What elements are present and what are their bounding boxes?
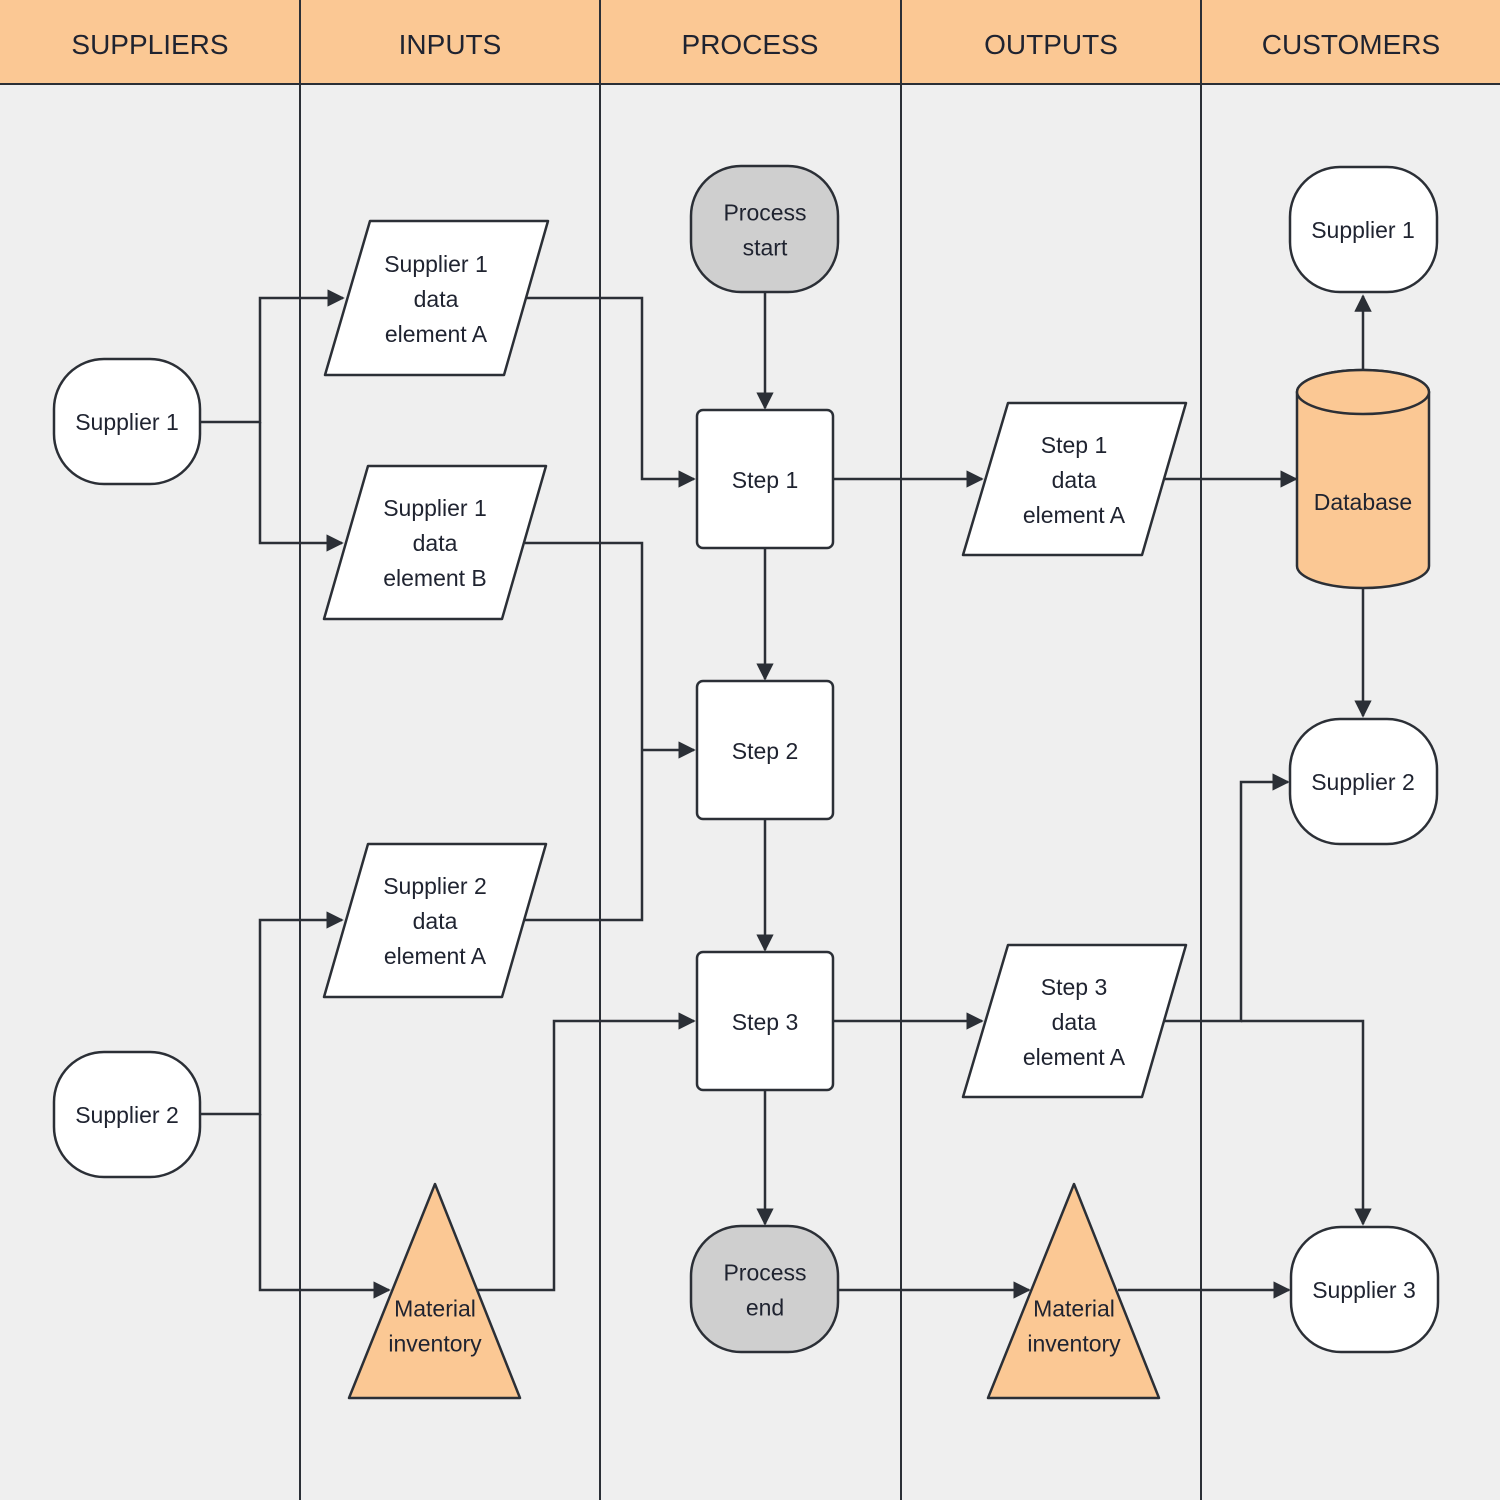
edge-input-a-to-step1: [527, 296, 696, 488]
edge-input-b-bus: [525, 541, 644, 922]
node-label-line: start: [743, 235, 788, 261]
node-label: Step 1 data element A: [1023, 432, 1126, 528]
nodes: Supplier 1 Supplier 2 Supplier 1 data elem…: [52, 164, 1440, 1400]
node-label-line: Supplier 2: [1311, 769, 1415, 795]
node-process-end[interactable]: Process end: [689, 1224, 840, 1354]
node-step-2[interactable]: Step 2: [695, 679, 835, 821]
node-label-line: inventory: [1027, 1331, 1121, 1357]
node-label-line: element A: [1023, 502, 1126, 528]
node-label-line: Supplier 2: [75, 1102, 179, 1128]
node-label-line: data: [1052, 1009, 1097, 1035]
lane-header-suppliers: SUPPLIERS: [71, 29, 228, 60]
edge-material-to-step3: [478, 1012, 696, 1292]
node-label-line: element A: [1023, 1044, 1126, 1070]
node-label: Supplier 1 data element B: [383, 495, 487, 591]
node-label-line: Step 3: [732, 1009, 799, 1035]
lane-header-customers: CUSTOMERS: [1262, 29, 1440, 60]
node-output-step3-element-a[interactable]: Step 3 data element A: [961, 943, 1188, 1099]
node-process-start[interactable]: Process start: [689, 164, 840, 294]
node-label: Step 2: [732, 738, 799, 764]
node-input-supplier2-element-a[interactable]: Supplier 2 data element A: [322, 842, 548, 999]
database-cap: [1295, 368, 1431, 416]
edge-supplier2-to-material: [258, 1114, 391, 1299]
connectors: [200, 289, 1372, 1299]
lane-header-inputs: INPUTS: [399, 29, 502, 60]
node-input-supplier1-element-b[interactable]: Supplier 1 data element B: [322, 464, 548, 621]
node-label-line: Material: [1033, 1296, 1115, 1322]
node-label-line: element B: [383, 565, 487, 591]
node-label: Supplier 3: [1312, 1277, 1416, 1303]
node-label: Step 1: [732, 467, 799, 493]
node-label-line: inventory: [388, 1331, 482, 1357]
node-label-line: Material: [394, 1296, 476, 1322]
node-label: Supplier 2: [1311, 769, 1415, 795]
node-customer-supplier-2[interactable]: Supplier 2: [1288, 717, 1439, 846]
edge-supplier1-to-input-a: [200, 289, 345, 424]
lane-header-process: PROCESS: [682, 29, 819, 60]
lane-header-outputs: OUTPUTS: [984, 29, 1118, 60]
node-label-line: data: [1052, 467, 1097, 493]
node-output-step1-element-a[interactable]: Step 1 data element A: [961, 401, 1188, 557]
node-label-line: Supplier 1: [383, 495, 487, 521]
node-label: Material inventory: [1027, 1296, 1121, 1357]
node-database[interactable]: Database: [1295, 368, 1431, 590]
node-label: Supplier 1 data element A: [384, 251, 488, 347]
edge-supplier1-to-input-b: [258, 422, 344, 552]
node-output-material-inventory[interactable]: Material inventory: [986, 1182, 1161, 1400]
node-label-line: Database: [1314, 489, 1412, 515]
node-label-line: Step 1: [1041, 432, 1108, 458]
node-label: Supplier 2 data element A: [383, 873, 487, 969]
node-input-supplier1-element-a[interactable]: Supplier 1 data element A: [323, 219, 550, 377]
node-label: Material inventory: [388, 1296, 482, 1357]
node-supplier-2[interactable]: Supplier 2: [52, 1050, 202, 1179]
node-label: Step 3 data element A: [1023, 974, 1126, 1070]
node-label-line: Process: [723, 200, 806, 226]
edge-supplier2-to-input-c: [200, 911, 344, 1116]
node-step-1[interactable]: Step 1: [695, 408, 835, 550]
header-band: [0, 0, 1500, 84]
node-label: Database: [1314, 489, 1412, 515]
node-label: Supplier 1: [75, 409, 179, 435]
node-input-material-inventory[interactable]: Material inventory: [347, 1182, 522, 1400]
node-step-3[interactable]: Step 3: [695, 950, 835, 1092]
node-label-line: end: [746, 1295, 784, 1321]
node-label-line: Supplier 3: [1312, 1277, 1416, 1303]
node-label: Supplier 1: [1311, 217, 1415, 243]
node-label: Process end: [723, 1260, 806, 1321]
node-label-line: Step 2: [732, 738, 799, 764]
node-customer-supplier-3[interactable]: Supplier 3: [1289, 1225, 1440, 1354]
node-label: Supplier 2: [75, 1102, 179, 1128]
node-supplier-1[interactable]: Supplier 1: [52, 357, 202, 486]
node-label-line: Supplier 1: [384, 251, 488, 277]
edge-output3-to-customer3: [1241, 1019, 1372, 1226]
node-label-line: element A: [385, 321, 488, 347]
node-label-line: Supplier 2: [383, 873, 487, 899]
node-label-line: data: [414, 286, 459, 312]
node-label-line: Step 3: [1041, 974, 1108, 1000]
node-label-line: Supplier 1: [75, 409, 179, 435]
node-label: Step 3: [732, 1009, 799, 1035]
node-label-line: data: [413, 530, 458, 556]
edge-output3-to-customer2: [1165, 773, 1290, 1023]
node-customer-supplier-1[interactable]: Supplier 1: [1288, 165, 1439, 294]
node-label-line: data: [413, 908, 458, 934]
node-label-line: Process: [723, 1260, 806, 1286]
node-label-line: Step 1: [732, 467, 799, 493]
node-label-line: element A: [384, 943, 487, 969]
node-label-line: Supplier 1: [1311, 217, 1415, 243]
node-label: Process start: [723, 200, 806, 261]
